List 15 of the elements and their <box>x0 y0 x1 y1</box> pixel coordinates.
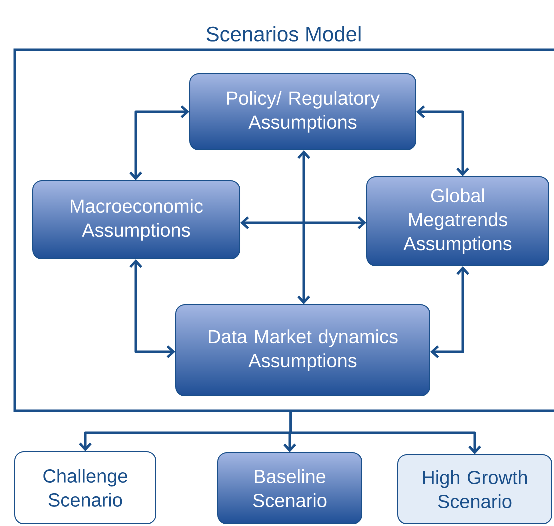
arrow <box>290 412 482 454</box>
arrow <box>240 216 366 230</box>
assumption-box: Global Megatrends Assumptions <box>366 176 550 266</box>
scenario-box: Challenge Scenario <box>14 452 156 524</box>
assumption-box: Policy/ Regulatory Assumptions <box>190 74 416 150</box>
arrow <box>430 266 470 358</box>
arrow <box>298 150 310 304</box>
assumption-box: Data Market dynamics Assumptions <box>176 304 430 396</box>
node-label: Scenarios Model <box>206 26 361 42</box>
scenario-box: High Growth Scenario <box>398 454 552 524</box>
arrow <box>416 106 470 176</box>
scenario-box: Baseline Scenario <box>218 452 362 524</box>
arrow <box>130 106 190 180</box>
arrow <box>130 260 176 358</box>
assumption-box: Macroeconomic Assumptions <box>32 180 240 260</box>
